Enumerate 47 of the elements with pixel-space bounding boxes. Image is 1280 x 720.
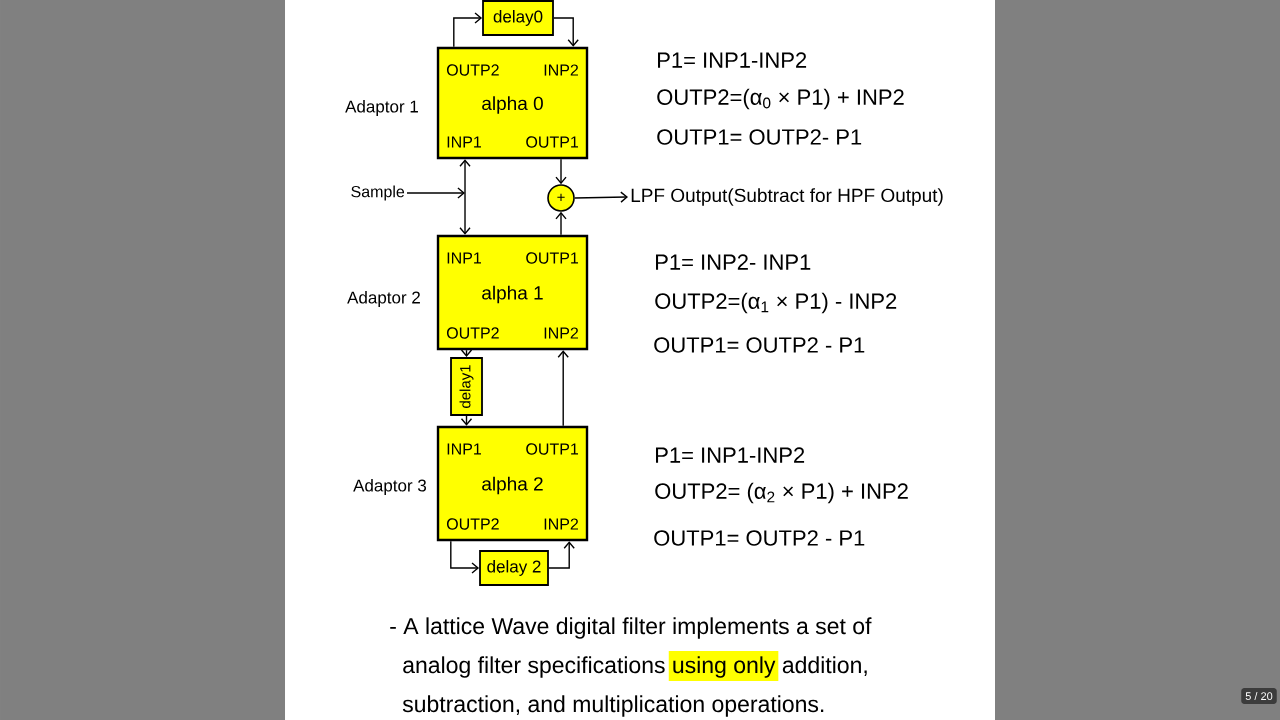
adaptor-box [436, 425, 589, 542]
arrow [557, 350, 569, 427]
equation-text: OUTP1= OUTP2 - P1 [654, 530, 865, 546]
arrow [574, 191, 628, 203]
equation-text: P1= INP1-INP2 [658, 52, 807, 68]
port-label: INP1 [447, 252, 481, 264]
equation-text: OUTP1= OUTP2 - P1 [654, 337, 865, 353]
delay-box: delay0 [482, 0, 554, 36]
port-label: INP2 [544, 64, 578, 76]
port-label: OUTP2 [446, 327, 499, 339]
delay-box: delay 2 [479, 550, 549, 586]
equation-text: OUTP1= OUTP2- P1 [657, 129, 862, 145]
equation-text: P1= INP1-INP2 [656, 447, 805, 463]
adaptor-box [436, 46, 589, 160]
coefficient-label: alpha 1 [482, 285, 543, 304]
port-label: INP1 [447, 136, 481, 148]
arrow [453, 12, 483, 48]
coefficient-label: alpha 2 [482, 476, 543, 495]
equation-text: OUTP2=(α$_{0}$ × P1) + INP2 [657, 88, 904, 110]
port-label: OUTP1 [526, 252, 578, 264]
arrow [548, 541, 575, 569]
port-label: INP2 [544, 327, 578, 339]
arrow [459, 159, 471, 194]
equation-text: OUTP2=(α$_{1}$ × P1) - INP2 [655, 292, 897, 314]
arrow [406, 187, 465, 199]
adaptor-label: Adaptor 1 [345, 100, 418, 116]
arrow [555, 158, 567, 185]
port-label: OUTP2 [446, 64, 499, 76]
note-paragraph: - A lattice Wave digital filter implements a set of analog filter specifications using only addition, subtraction, and multiplication operations. [390, 617, 872, 717]
arrow [459, 192, 471, 235]
arrow [555, 211, 567, 236]
adaptor-label: Adaptor 2 [347, 291, 420, 307]
adaptor-label: Adaptor 3 [353, 479, 427, 495]
port-label: INP2 [544, 518, 578, 530]
coefficient-label: alpha 0 [482, 96, 543, 114]
port-label: OUTP1 [526, 443, 578, 455]
delay-box: delay1 [450, 357, 483, 416]
equation-text: OUTP2= (α$_{2}$ × P1) + INP2 [655, 482, 908, 504]
port-label: INP1 [447, 443, 481, 455]
input-label: Sample [351, 185, 405, 201]
arrow [553, 17, 579, 47]
port-label: OUTP1 [526, 136, 578, 148]
equation-text: P1= INP2- INP1 [656, 254, 811, 270]
adaptor-box [436, 234, 589, 351]
output-label: LPF Output(Subtract for HPF Output) [631, 188, 943, 206]
port-label: OUTP2 [446, 518, 499, 530]
arrow [450, 540, 480, 574]
